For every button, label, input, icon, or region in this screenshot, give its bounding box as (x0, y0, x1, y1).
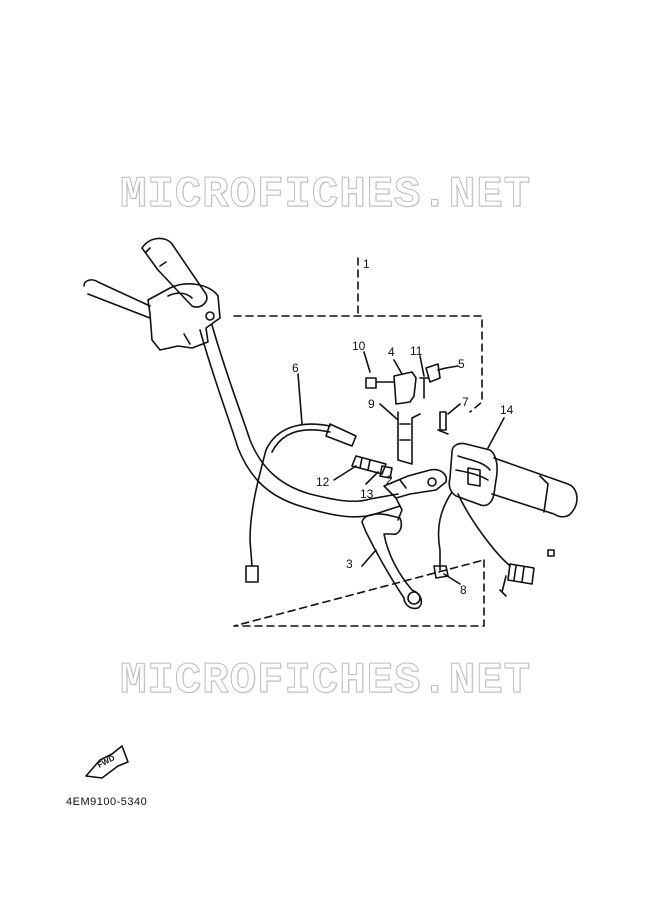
callout-7: 7 (462, 395, 469, 409)
wire-harness (437, 491, 453, 571)
handlebar (199, 329, 401, 518)
adjuster-12 (351, 455, 387, 475)
callout-8: 8 (460, 583, 467, 597)
callout-13: 13 (360, 487, 374, 501)
screw-11 (419, 377, 429, 399)
cable-6 (249, 423, 331, 567)
switch-housing (448, 442, 498, 507)
connector (507, 563, 535, 585)
callout-6: 6 (292, 361, 299, 375)
callout-10: 10 (352, 339, 366, 353)
assembly-boundary (233, 315, 485, 627)
callout-2: 2 (386, 473, 393, 487)
callout-1: 1 (363, 257, 370, 271)
callout-9: 9 (368, 397, 375, 411)
nut-13 (379, 465, 393, 479)
bracket-9 (397, 411, 421, 465)
right-grip (491, 457, 578, 518)
watermark-bottom: MICROFICHES.NET (119, 656, 532, 707)
fwd-arrow-icon (85, 745, 129, 779)
lever-holder (383, 468, 448, 521)
callout-5: 5 (458, 357, 465, 371)
callout-4: 4 (388, 345, 395, 359)
screw-7 (437, 411, 449, 435)
left-grip (141, 237, 208, 308)
callout-14: 14 (500, 403, 514, 417)
callout-3: 3 (346, 557, 353, 571)
brake-lever (361, 513, 423, 610)
callout-11: 11 (410, 344, 423, 358)
reference-code: 4EM9100-5340 (66, 796, 148, 808)
bolt-10 (365, 377, 395, 389)
clamp-4 (393, 371, 417, 405)
switch-5 (425, 363, 447, 383)
watermark-top: MICROFICHES.NET (119, 170, 532, 221)
left-lever (83, 279, 221, 351)
leader-lines (297, 351, 505, 585)
callout-12: 12 (316, 475, 330, 489)
